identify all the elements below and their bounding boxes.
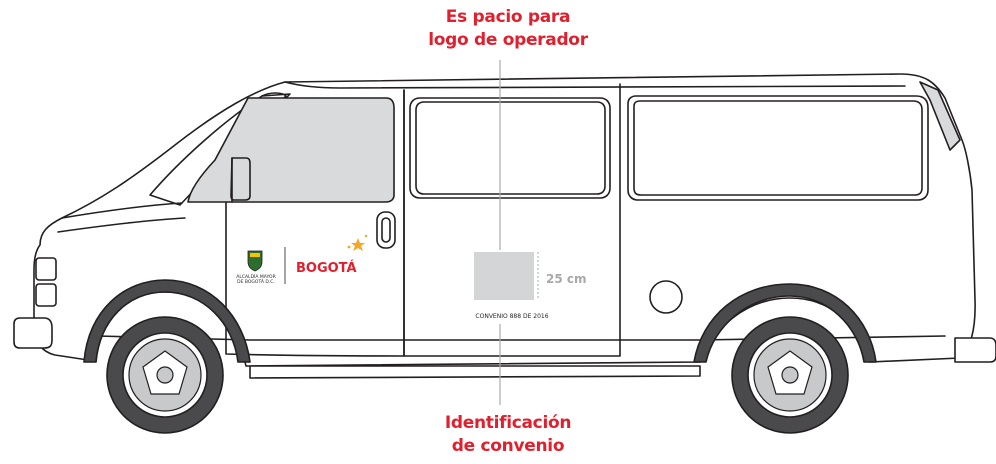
operator-logo-callout-line2: logo de operador	[428, 30, 588, 50]
rear-window	[627, 95, 929, 201]
roof-line	[284, 81, 906, 89]
operator-logo-callout-line1: Es pacio para	[445, 7, 571, 27]
alcaldia-logo-line2: DE BOGOTÁ D.C.	[237, 278, 275, 285]
operator-logo-placeholder	[474, 252, 534, 300]
rear-wheel-arch	[693, 283, 877, 363]
sliding-door-outline	[403, 83, 621, 357]
agreement-id-callout-line2: de convenio	[451, 436, 565, 456]
side-mirror	[230, 157, 251, 201]
rear-bumper	[954, 337, 996, 363]
bogota-logo-text: BOGOTÁ	[296, 260, 357, 276]
headlight-lower	[35, 283, 57, 307]
agreement-id-callout: Identificación de convenio	[388, 412, 628, 458]
door-handle-inner	[381, 217, 391, 243]
agreement-id-callout-line1: Identificación	[444, 413, 572, 433]
agreement-text: CONVENIO 888 DE 2016	[475, 313, 548, 320]
alcaldia-logo: ALCALDÍA MAYOR DE BOGOTÁ D.C.	[236, 250, 276, 285]
sparkle-dot-icon	[347, 245, 351, 249]
star-icon	[351, 238, 365, 251]
rocker-panel	[249, 365, 701, 379]
rear-wheel	[731, 316, 849, 434]
dimension-label: 25 cm	[546, 272, 587, 286]
operator-logo-callout: Es pacio para logo de operador	[388, 6, 628, 52]
alcaldia-logo-line1: ALCALDÍA MAYOR	[236, 273, 275, 280]
middle-window	[409, 97, 611, 199]
hood-line-2	[57, 217, 186, 233]
rear-pillar	[919, 81, 961, 151]
middle-window-inner	[415, 101, 606, 195]
front-wheel	[106, 316, 224, 434]
front-wheel-arch	[83, 279, 251, 363]
hood-line	[61, 202, 183, 219]
headlight-upper	[35, 257, 57, 281]
rear-window-inner	[633, 100, 923, 196]
front-bumper	[13, 317, 53, 349]
sparkle-dot-icon-2	[364, 234, 368, 238]
fuel-cap	[649, 280, 683, 314]
bogota-logo: BOGOTÁ	[296, 234, 368, 276]
